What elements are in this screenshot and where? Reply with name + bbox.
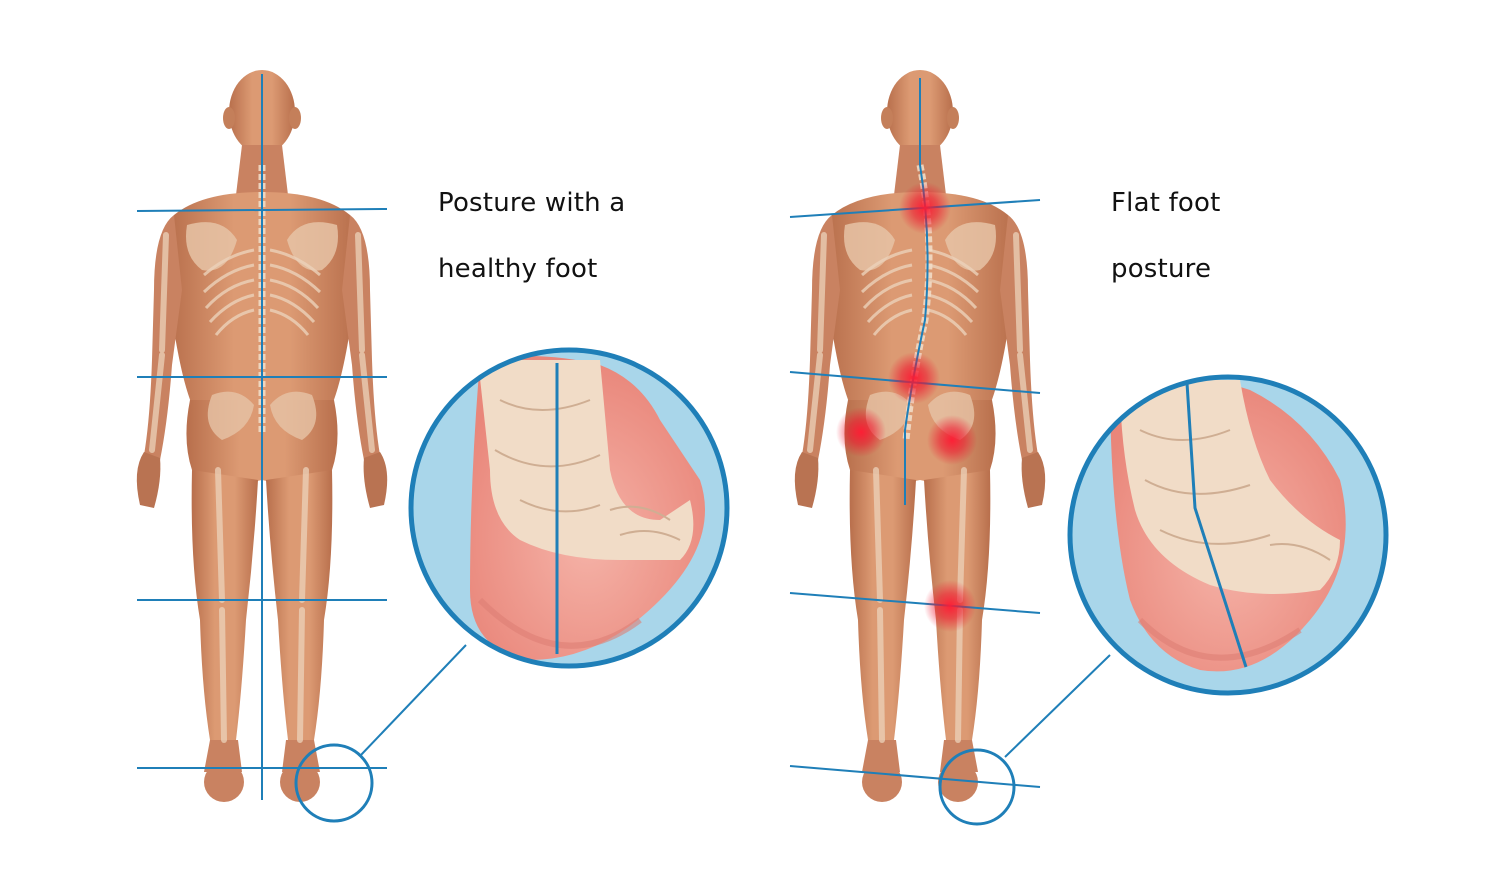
pain-point-lower-back: [888, 352, 940, 404]
heel-tilted-axis: [1185, 382, 1248, 668]
flat-foot-caption: Flat foot posture: [1111, 154, 1331, 319]
healthy-alignment-lines: [136, 74, 467, 823]
pain-point-right-hip: [927, 415, 977, 465]
caption-line: Posture with a: [438, 188, 626, 218]
caption-line: Flat foot: [1111, 188, 1221, 218]
heel-focus-circle: [938, 748, 1016, 826]
zoom-connector-line: [1004, 654, 1111, 758]
pain-point-left-hip: [836, 407, 886, 457]
healthy-foot-caption: Posture with a healthy foot: [438, 154, 698, 319]
knee-tilt-line: [789, 592, 1041, 614]
caption-line: posture: [1111, 254, 1212, 284]
pain-point-knee: [924, 580, 976, 632]
shoulder-level-line: [136, 208, 388, 212]
ankle-tilt-line: [789, 765, 1041, 788]
caption-line: healthy foot: [438, 254, 598, 284]
flat-foot-posture-figure: [795, 70, 1045, 802]
pain-points: [836, 182, 977, 632]
zoom-connector-line: [359, 644, 467, 757]
heel-focus-circle: [294, 743, 374, 823]
pain-point-neck: [899, 182, 951, 234]
healthy-heel-magnifier: [408, 347, 730, 669]
flat-foot-heel-magnifier: [1067, 374, 1389, 696]
